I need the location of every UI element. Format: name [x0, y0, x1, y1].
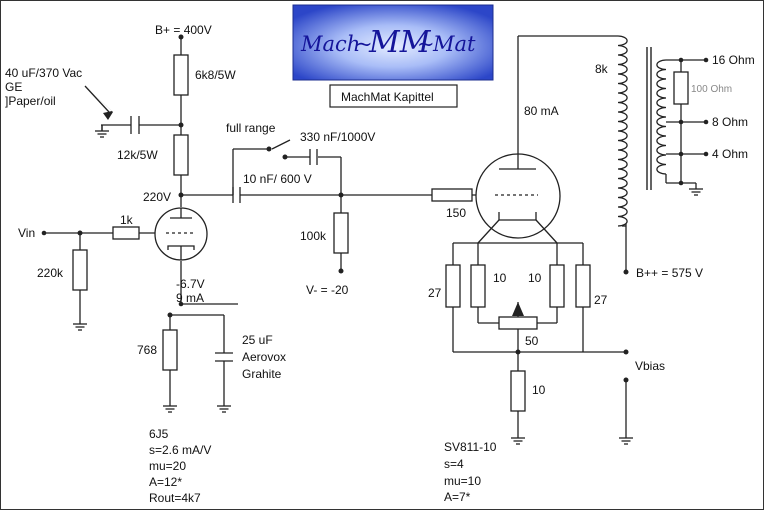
label-cap25-line2: Aerovox	[242, 350, 286, 364]
label-tap-16: 16 Ohm	[712, 53, 755, 67]
label-r-27-left: 27	[428, 286, 442, 300]
junctions	[41, 34, 629, 383]
label-vin: Vin	[18, 226, 35, 240]
label-pot-50: 50	[525, 334, 539, 348]
output-transformer	[617, 35, 709, 227]
label-6j5-line1: 6J5	[149, 427, 169, 441]
switch-lever	[271, 139, 291, 150]
resistor-12k	[173, 134, 189, 176]
resistor-768	[162, 329, 178, 371]
label-r-10-left: 10	[493, 271, 507, 285]
resistor-100ohm	[673, 71, 689, 105]
label-r-10-right: 10	[528, 271, 542, 285]
label-r-1k: 1k	[120, 213, 134, 227]
logo-sep-right: ~	[417, 32, 435, 56]
label-full-range: full range	[226, 121, 276, 135]
label-tap-4: 4 Ohm	[712, 147, 748, 161]
resistor-10-right	[549, 264, 565, 308]
label-cap40-line2: GE	[5, 80, 22, 94]
potentiometer-50	[498, 316, 538, 330]
logo-text-left: Mach	[300, 32, 360, 56]
labels: B+ = 400V 40 uF/370 Vac GE ]Paper/oil 6k…	[5, 23, 755, 505]
ground-symbol	[72, 317, 88, 331]
label-6j5-line2: s=2.6 mA/V	[149, 443, 211, 457]
label-b-plus-plus: B++ = 575 V	[636, 266, 703, 280]
stage1-parts	[72, 54, 241, 413]
label-sv811-line3: mu=10	[444, 474, 481, 488]
label-r-100ohm: 100 Ohm	[691, 84, 732, 95]
label-r-768: 768	[137, 343, 157, 357]
label-plate-i: 80 mA	[524, 104, 559, 118]
caption-box	[329, 84, 458, 108]
output-parts	[445, 264, 634, 445]
label-b-plus: B+ = 400V	[155, 23, 212, 37]
label-r-220k: 220k	[37, 266, 64, 280]
resistor-27-right	[575, 264, 591, 308]
ground-symbol	[162, 399, 178, 413]
resistor-27-left	[445, 264, 461, 308]
output-wiring	[452, 35, 627, 432]
label-cap25-line1: 25 uF	[242, 333, 273, 347]
resistor-1k	[112, 226, 140, 240]
label-plate-v: 220V	[143, 190, 171, 204]
ground-symbol	[216, 399, 232, 413]
resistor-10-left	[470, 264, 486, 308]
coupling-wiring	[232, 139, 432, 271]
label-r-10-cathode: 10	[532, 383, 546, 397]
label-cap40-line3: ]Paper/oil	[5, 94, 56, 108]
label-6j5-line5: Rout=4k7	[149, 491, 201, 505]
label-sv811-line2: s=4	[444, 457, 464, 471]
pot-wiper-arrow	[512, 302, 524, 316]
logo-sep-left: ~	[355, 32, 373, 56]
label-cap25-line3: Grahite	[242, 367, 282, 381]
coupling-parts	[266, 146, 500, 254]
label-tap-8: 8 Ohm	[712, 115, 748, 129]
label-cap-10nf: 10 nF/ 600 V	[243, 172, 312, 186]
label-r-6k8: 6k8/5W	[195, 68, 236, 82]
ground-symbol	[688, 182, 704, 196]
resistor-100k	[333, 212, 349, 254]
label-cathode-v: -6.7V	[176, 277, 205, 291]
label-cap-330nf: 330 nF/1000V	[300, 130, 375, 144]
label-6j5-line4: A=12*	[149, 475, 182, 489]
tube-6j5	[154, 207, 208, 261]
label-cap40-line1: 40 uF/370 Vac	[5, 66, 82, 80]
secondary-winding	[656, 59, 667, 175]
label-primary-8k: 8k	[595, 62, 609, 76]
resistor-6k8	[173, 54, 189, 96]
switch-contact	[266, 146, 272, 152]
resistor-150	[431, 188, 473, 202]
ground-symbol	[510, 431, 526, 445]
label-6j5-line3: mu=20	[149, 459, 186, 473]
ground-symbol	[618, 431, 634, 445]
resistor-10-cathode	[510, 370, 526, 412]
label-v-minus: V- = -20	[306, 283, 349, 297]
caption-label: MachMat Kapittel	[341, 90, 434, 104]
tube-sv811	[475, 36, 561, 244]
label-sv811-line1: SV811-10	[444, 440, 497, 454]
label-vbias: Vbias	[635, 359, 665, 373]
machmat-logo: Mach ~ MM ~ Mat	[292, 4, 494, 81]
ground-symbol	[94, 124, 110, 138]
logo-text-right: Mat	[432, 32, 476, 56]
label-r-27-right: 27	[594, 293, 608, 307]
label-r-12k: 12k/5W	[117, 148, 158, 162]
switch-contact	[282, 154, 288, 160]
arrow-shaft	[84, 85, 110, 113]
stage1-wiring	[44, 37, 238, 400]
primary-winding	[617, 35, 628, 227]
logo-text-middle: MM	[368, 25, 432, 60]
label-r-150: 150	[446, 206, 466, 220]
resistor-220k	[72, 249, 88, 291]
label-cathode-i: 9 mA	[176, 291, 204, 305]
label-sv811-line4: A=7*	[444, 490, 471, 504]
label-r-100k: 100k	[300, 229, 327, 243]
